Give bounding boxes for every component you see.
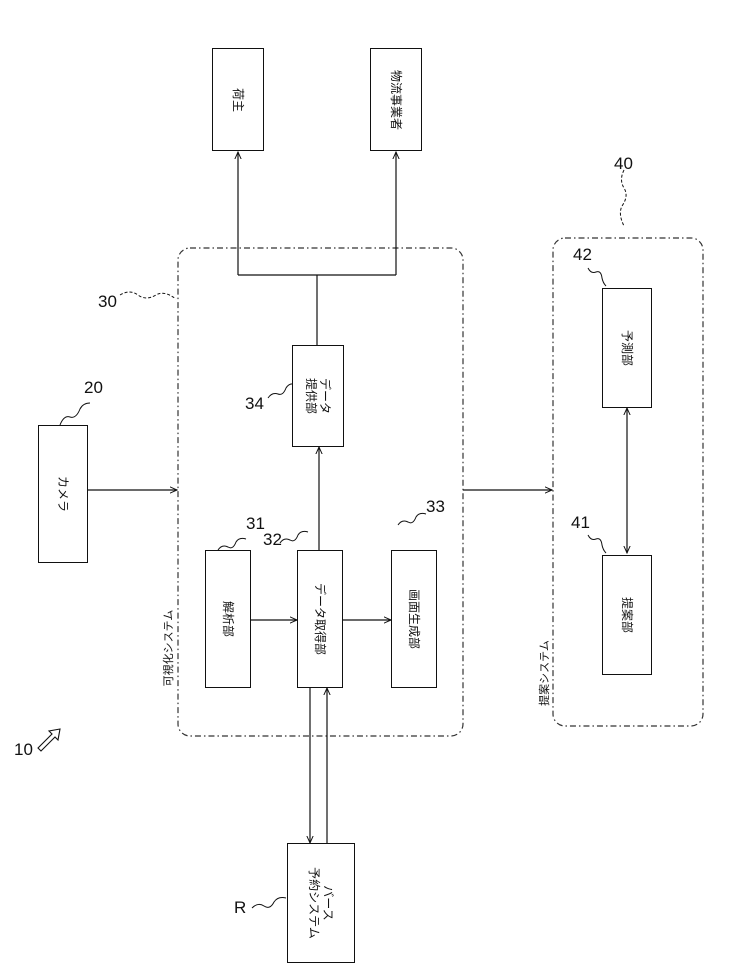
shipper-label: 荷主 [231, 87, 245, 111]
data-acquisition-unit-box: データ取得部 [297, 550, 343, 688]
visualization-system-label: 可視化システム [160, 598, 176, 698]
ref-leader-31 [218, 538, 246, 550]
ref-prediction-42: 42 [573, 245, 592, 265]
proposal-unit-box: 提案部 [602, 555, 652, 675]
ref-camera-20: 20 [84, 378, 103, 398]
ref-screen-33: 33 [426, 497, 445, 517]
proposal-system-label: 提案システム [536, 623, 552, 723]
logistics-operator-label: 物流事業者 [389, 69, 403, 129]
ref-proposal-41: 41 [571, 513, 590, 533]
screen-generation-unit-label: 画面生成部 [407, 589, 421, 649]
ref-leader-20 [60, 403, 90, 425]
ref-acquisition-32: 32 [263, 530, 282, 550]
berth-reservation-system-label: バース 予約システム [307, 867, 335, 939]
ref-leader-40 [620, 170, 626, 226]
berth-reservation-system-box: バース 予約システム [287, 843, 355, 963]
prediction-unit-label: 予測部 [620, 330, 634, 366]
data-acquisition-unit-label: データ取得部 [313, 583, 327, 655]
ref-proposal-system-40: 40 [614, 154, 633, 174]
ref-leader-41 [588, 535, 606, 553]
ref-system-10: 10 [14, 740, 33, 760]
shipper-box: 荷主 [212, 48, 264, 151]
ref-leader-33 [398, 513, 426, 525]
data-provision-label-line2: 提供部 [304, 378, 318, 414]
ref-leader-32 [280, 531, 308, 543]
camera-label: カメラ [56, 476, 70, 512]
reservation-label-line2: 予約システム [307, 867, 321, 939]
ref-reservation-R: R [234, 898, 246, 918]
data-provision-unit-box: データ 提供部 [292, 345, 344, 447]
prediction-unit-box: 予測部 [602, 288, 652, 408]
ref-provision-34: 34 [245, 394, 264, 414]
camera-box: カメラ [38, 425, 88, 563]
screen-generation-unit-box: 画面生成部 [391, 550, 437, 688]
system-pointer-arrow [38, 729, 60, 751]
ref-visualization-30: 30 [98, 292, 117, 312]
ref-leader-R [252, 898, 286, 909]
data-provision-unit-label: データ 提供部 [304, 378, 332, 414]
ref-leader-30 [120, 292, 176, 299]
reservation-label-line1: バース [321, 885, 335, 920]
logistics-operator-box: 物流事業者 [370, 48, 422, 151]
analysis-unit-label: 解析部 [221, 601, 235, 637]
analysis-unit-box: 解析部 [205, 550, 251, 688]
ref-leader-34 [268, 384, 294, 398]
ref-leader-42 [588, 268, 606, 286]
data-provision-label-line1: データ [318, 378, 332, 414]
proposal-unit-label: 提案部 [620, 597, 634, 633]
